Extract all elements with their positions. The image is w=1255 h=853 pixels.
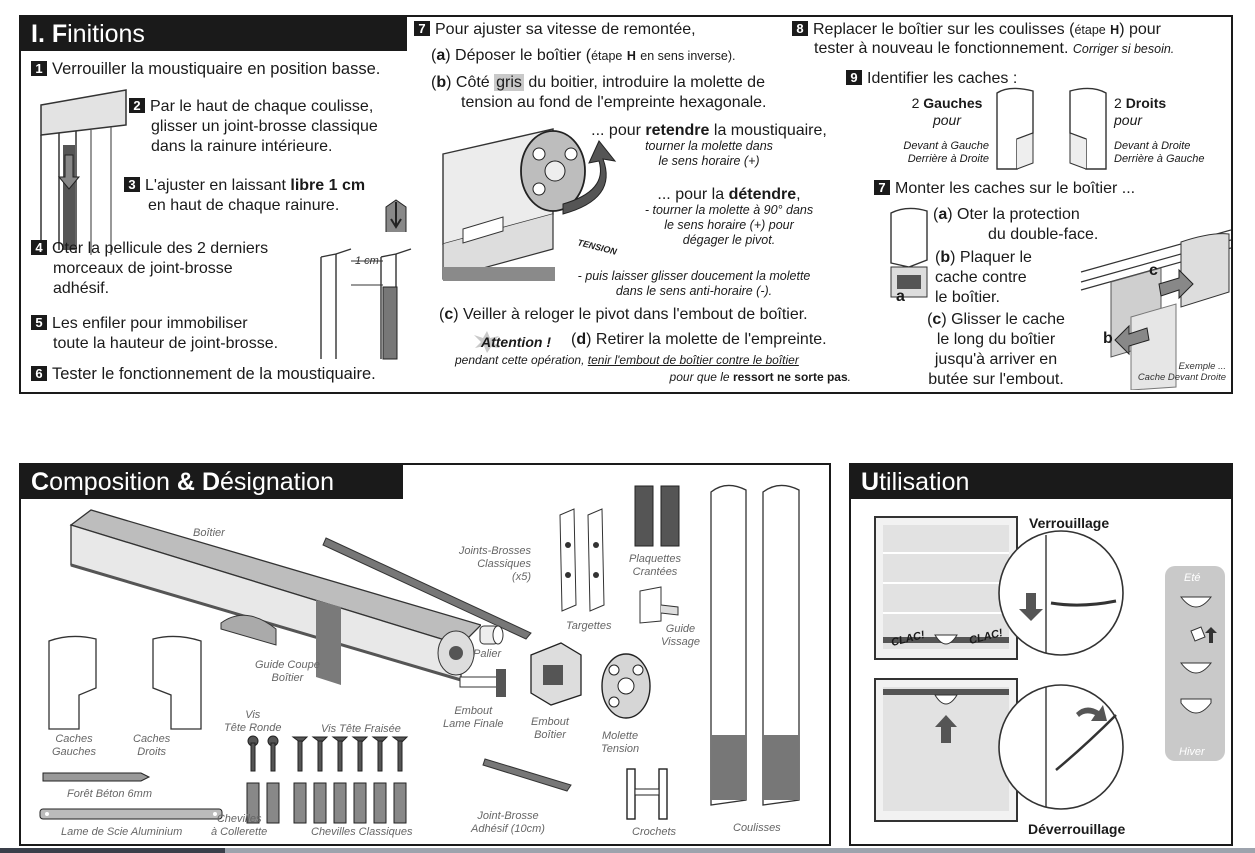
ete-hiver-icon [1179,596,1217,714]
caches-gauches-head: 2 Gauches pour [911,95,983,128]
slide-rail-drawing [320,248,412,360]
screws-drawing [246,735,409,824]
plaquettes-drawing [634,485,680,547]
rail-illustration [40,89,127,255]
detendre-text: ... pour la détendre, - tourner la molet… [644,186,814,248]
bottom-bar [0,848,1255,853]
verrouillage-label: Verrouillage [1029,515,1110,531]
lbl-molette: Molette Tension [601,730,640,755]
utilisation-title: Utilisation [851,465,1231,499]
retendre-text: ... pour retendre la moustiquaire, tourn… [591,122,827,168]
finitions-title: I. Finitions [21,17,407,51]
lbl-vis-fraisee: Vis Tête Fraisée [321,723,401,735]
lbl-caches-droits: Caches Droits [133,733,171,758]
cache-step-c: (c) Glisser le cache le long du boîtier … [927,311,1065,388]
lbl-vis-ronde: Vis Tête Ronde [224,709,282,734]
palier-drawing [479,625,504,645]
joints-brosses-drawing [322,537,532,640]
foret-drawing [42,772,151,782]
glisser-text: - puis laisser glisser doucement la mole… [577,269,811,298]
deverrouillage-label: Déverrouillage [1028,821,1126,837]
cache-mount-drawing [1080,229,1231,390]
composition-panel: Composition & Désignation Boîtier Joints… [19,463,831,846]
lbl-b: b [1103,330,1113,347]
lbl-foret: Forêt Béton 6mm [67,788,152,800]
step-7a: (a) Déposer le boîtier (étape H en sens … [431,47,736,64]
caches-droits-sub: Devant à Droite Derrière à Gauche [1114,140,1205,165]
attention-star-icon [474,331,500,353]
lbl-palier: Palier [473,648,502,660]
lbl-plaquettes: Plaquettes Crantées [629,553,681,578]
embout-lame-drawing [459,669,506,697]
lbl-a: a [896,288,905,305]
ete-label: Eté [1184,572,1201,584]
deverrouillage-drawing [874,678,1124,822]
step-7d: (d) Retirer la molette de l'empreinte. [571,331,827,348]
molette-drawing [601,653,651,719]
cache-step-b: (b) Plaquer le cache contre le boîtier. [935,249,1032,306]
embout-boitier-drawing [530,642,582,706]
lbl-embout-boitier: Embout Boîtier [531,716,569,741]
cache-step-a: (a) Oter la protection du double-face. [933,206,1099,243]
joint-adhesif-drawing [482,758,572,792]
lbl-chevilles-collerette: Chevilles à Collerette [211,813,268,838]
caches-gauches-sub: Devant à Gauche Derrière à Droite [903,140,989,165]
lbl-joint-adhesif: Joint-Brosse Adhésif (10cm) [471,810,545,835]
lbl-chevilles-classiques: Chevilles Classiques [311,826,413,838]
lbl-caches-gauches: Caches Gauches [52,733,97,758]
exemple-label: Exemple ... Cache Devant Droite [1137,361,1226,383]
cache-droit-drawing [1069,87,1107,170]
brush-seal-icon [385,199,407,232]
lbl-c: c [1149,262,1158,279]
caches-drawing [48,635,202,730]
lbl-guide-coupe: Guide Coupe Boîtier [255,659,320,684]
caches-droits-head: 2 Droits pour [1114,95,1167,128]
lbl-boitier: Boîtier [193,527,225,539]
lame-scie-drawing [39,808,223,820]
lbl-joints-brosses: Joints-Brosses Classiques (x5) [458,545,531,583]
lbl-coulisses: Coulisses [733,822,781,834]
hiver-label: Hiver [1179,746,1205,758]
cm-label: 1 cm [355,255,379,267]
guide-vissage-drawing [639,586,679,624]
lbl-embout-lame: Embout Lame Finale [443,705,504,730]
lbl-crochets: Crochets [632,826,677,838]
attention-note: pendant cette opération, tenir l'embout … [455,353,799,367]
utilisation-panel: Utilisation Verrouillage CLAC! CLAC! Dév… [849,463,1233,846]
composition-title: Composition & Désignation [21,465,403,499]
lbl-targettes: Targettes [566,620,612,632]
cache-gauche-drawing [996,87,1034,170]
cache-protection-drawing [890,207,928,298]
tension-wheel-drawing [442,128,617,281]
lbl-lame-scie: Lame de Scie Aluminium [61,826,183,838]
step-7b: (b) Côté gris du boitier, introduire la … [431,74,767,111]
boitier-drawing [69,509,481,685]
verrouillage-drawing [874,516,1124,660]
crochets-drawing [626,768,668,820]
attention-note-2: pour que le ressort ne sorte pas. [669,370,851,384]
step-7c: (c) Veiller à reloger le pivot dans l'em… [439,306,808,323]
targettes-drawing [559,508,605,612]
lbl-guide-vissage: Guide Vissage [661,623,700,648]
coulisses-drawing [710,484,800,806]
attention-label: Attention ! [481,334,551,350]
